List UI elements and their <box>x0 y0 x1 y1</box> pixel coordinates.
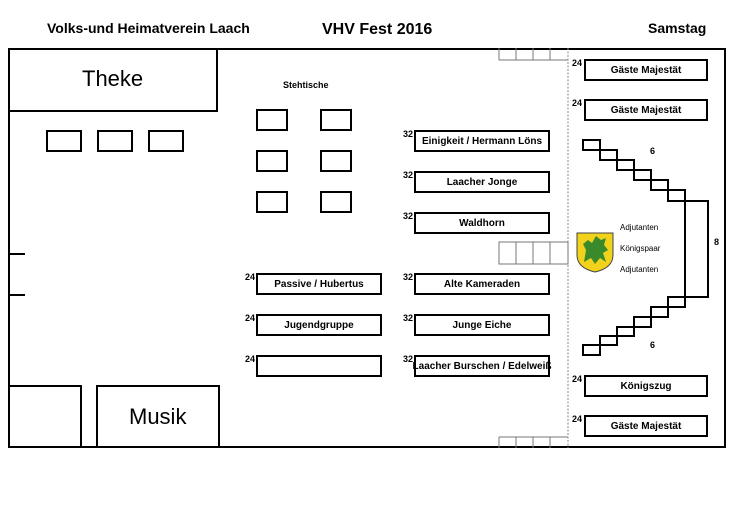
table-laacher-burschen: Laacher Burschen / Edelweiß <box>413 355 551 377</box>
table-koenigszug: Königszug <box>584 375 708 397</box>
stage-row-adjutanten-bottom: Adjutanten <box>620 265 659 274</box>
club-name: Volks-und Heimatverein Laach <box>47 20 250 36</box>
table-count: 32 <box>403 272 414 282</box>
table-gaeste-majestaet-3: Gäste Majestät <box>584 415 708 437</box>
table-count: 32 <box>403 354 414 364</box>
table-alte-kameraden: Alte Kameraden <box>414 273 550 295</box>
table-waldhorn: Waldhorn <box>414 212 550 234</box>
table-count: 24 <box>572 374 583 384</box>
table-junge-eiche: Junge Eiche <box>414 314 550 336</box>
table-count: 32 <box>403 129 414 139</box>
table-gaeste-majestaet-1: Gäste Majestät <box>584 59 708 81</box>
table-count: 24 <box>245 354 256 364</box>
standing-table <box>256 109 288 131</box>
table-passive-hubertus: Passive / Hubertus <box>256 273 382 295</box>
table-count: 24 <box>245 313 256 323</box>
standing-table <box>320 150 352 172</box>
music-area <box>96 385 220 448</box>
standing-table <box>320 109 352 131</box>
table-laacher-jonge: Laacher Jonge <box>414 171 550 193</box>
stage-bottom-count: 6 <box>650 340 656 350</box>
music-label: Musik <box>129 404 187 429</box>
door-mark-top <box>8 253 25 255</box>
standing-table <box>320 191 352 213</box>
small-table-2 <box>97 130 133 152</box>
standing-table <box>256 191 288 213</box>
table-count: 24 <box>572 414 583 424</box>
table-count: 24 <box>245 272 256 282</box>
table-gaeste-majestaet-2: Gäste Majestät <box>584 99 708 121</box>
table-jugendgruppe: Jugendgruppe <box>256 314 382 336</box>
small-table-1 <box>46 130 82 152</box>
corner-room <box>8 385 82 448</box>
table-count: 32 <box>403 313 414 323</box>
bar-label: Theke <box>82 66 144 91</box>
table-einigkeit: Einigkeit / Hermann Löns <box>414 130 550 152</box>
page-title: VHV Fest 2016 <box>322 21 433 38</box>
day-label: Samstag <box>648 20 707 36</box>
table-count: 24 <box>572 58 583 68</box>
table-count: 24 <box>572 98 583 108</box>
standing-tables-label: Stehtische <box>283 80 329 90</box>
stage-top-count: 6 <box>650 146 656 156</box>
stage-row-adjutanten-top: Adjutanten <box>620 223 659 232</box>
bar-area <box>8 48 218 112</box>
table-empty <box>256 355 382 377</box>
table-count: 32 <box>403 211 414 221</box>
small-table-3 <box>148 130 184 152</box>
door-mark-bottom <box>8 294 25 296</box>
stage-side-count: 8 <box>714 237 720 247</box>
stage-row-koenigspaar: Königspaar <box>620 244 661 253</box>
standing-table <box>256 150 288 172</box>
table-count: 32 <box>403 170 414 180</box>
